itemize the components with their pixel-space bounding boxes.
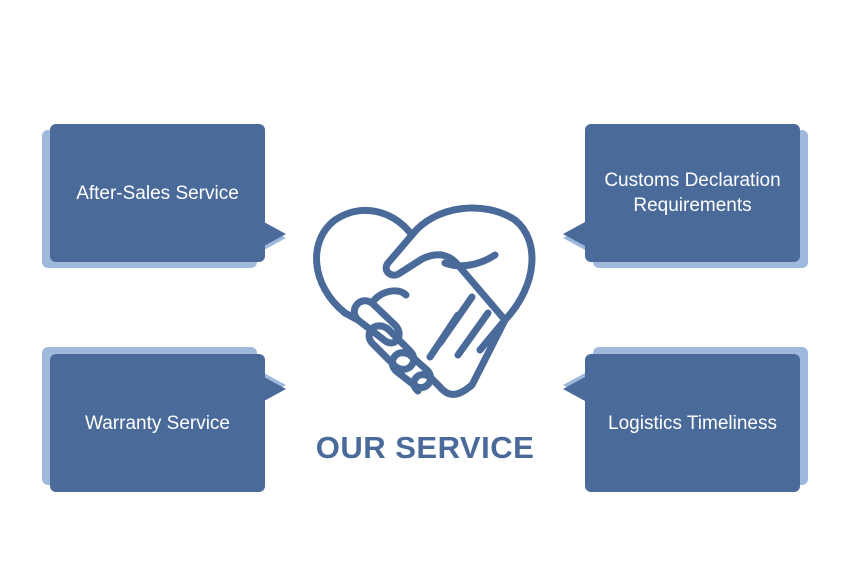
- card-after-sales: After-Sales Service: [42, 124, 286, 269]
- card-label: Warranty Service: [50, 354, 265, 492]
- page-title: OUR SERVICE: [315, 430, 535, 465]
- card-label: Logistics Timeliness: [585, 354, 800, 492]
- card-label: After-Sales Service: [50, 124, 265, 262]
- card-tail: [563, 377, 585, 401]
- card-logistics: Logistics Timeliness: [563, 347, 808, 494]
- handshake-heart-icon: [313, 204, 536, 398]
- card-customs: Customs Declaration Requirements: [563, 124, 808, 269]
- card-tail: [563, 222, 585, 246]
- card-tail: [264, 377, 286, 401]
- card-tail: [264, 222, 286, 246]
- card-warranty: Warranty Service: [42, 347, 286, 494]
- card-label: Customs Declaration Requirements: [585, 124, 800, 262]
